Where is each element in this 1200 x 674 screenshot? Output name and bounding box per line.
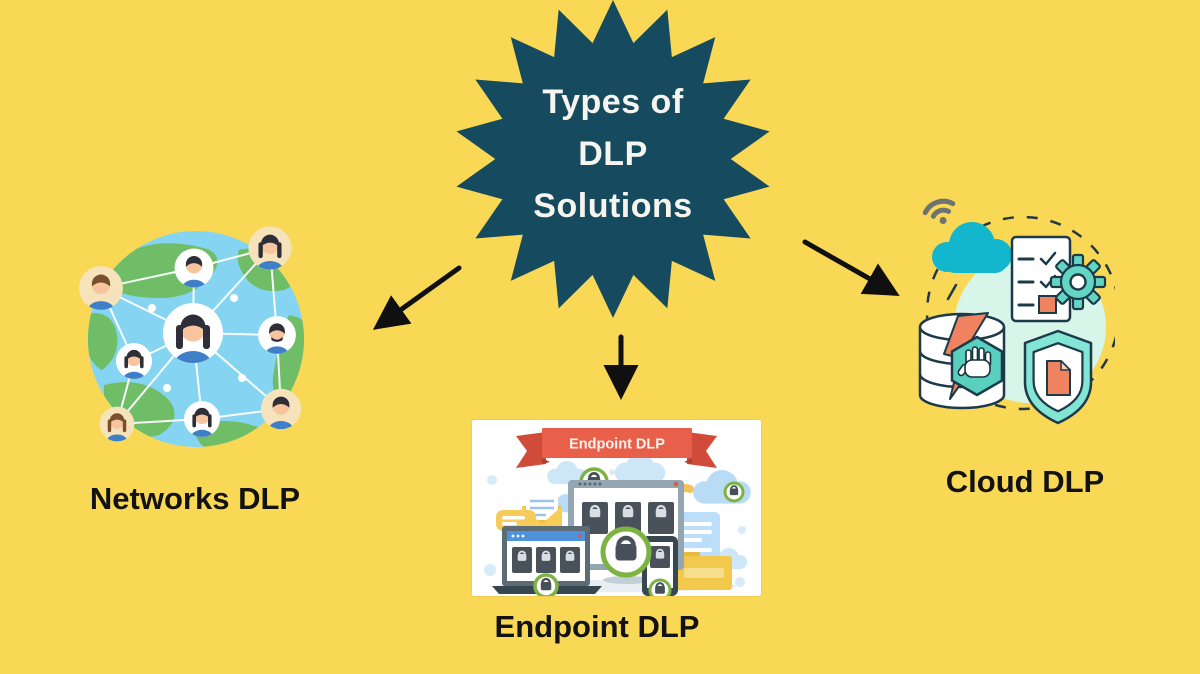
padlock-laptop-icon [533,573,559,599]
avatar-woman-mid-left [116,343,152,380]
orange-square [1038,295,1057,314]
globe-network-illustration [79,226,304,447]
padlock-phone-icon [648,578,672,602]
title-line-3: Solutions [533,187,693,225]
avatar-center-woman [163,303,223,363]
wifi-icon [922,198,956,225]
cloud-security-illustration [918,198,1115,425]
padlock-cloud-right-icon [723,481,745,503]
avatar-woman-top-right [248,226,292,270]
title-line-2: DLP [578,135,648,173]
close-dot-icon [673,481,679,487]
gear-icon [1049,253,1107,311]
page-title: Types of DLP Solutions [452,76,774,232]
dashed-circle [925,215,1115,411]
cloud-icon [932,222,1012,273]
endpoint-devices-illustration: Endpoint DLP [484,428,751,602]
avatar-man-top [174,248,214,288]
stop-hand-icon [950,335,1004,397]
avatar-woman-bottom [184,401,220,438]
networks-dlp-label: Networks DLP [89,481,301,516]
endpoint-dlp-label: Endpoint DLP [494,609,700,644]
network-nodes [148,294,246,392]
starburst-shape [456,0,770,318]
endpoint-illustration-card: Endpoint DLP [472,420,761,602]
shield-document-icon [1023,329,1093,425]
dash-mark [946,283,958,301]
padlock-main-icon [600,526,652,578]
title-line-1: Types of [542,83,684,121]
avatar-woman-bottom-left [99,406,135,442]
arrow-to-cloud [802,239,900,296]
banner-text: Endpoint DLP [569,437,665,453]
banner-ribbon: Endpoint DLP [516,428,717,468]
arrow-to-networks [372,265,462,330]
avatar-man-bottom-right [260,388,302,430]
folder-icon [676,552,732,590]
avatar-man-left [79,266,123,310]
starburst-badge [456,0,770,318]
avatar-man-right [258,316,296,354]
laptop-icon [492,526,602,594]
cloud-dlp-label: Cloud DLP [945,464,1105,499]
